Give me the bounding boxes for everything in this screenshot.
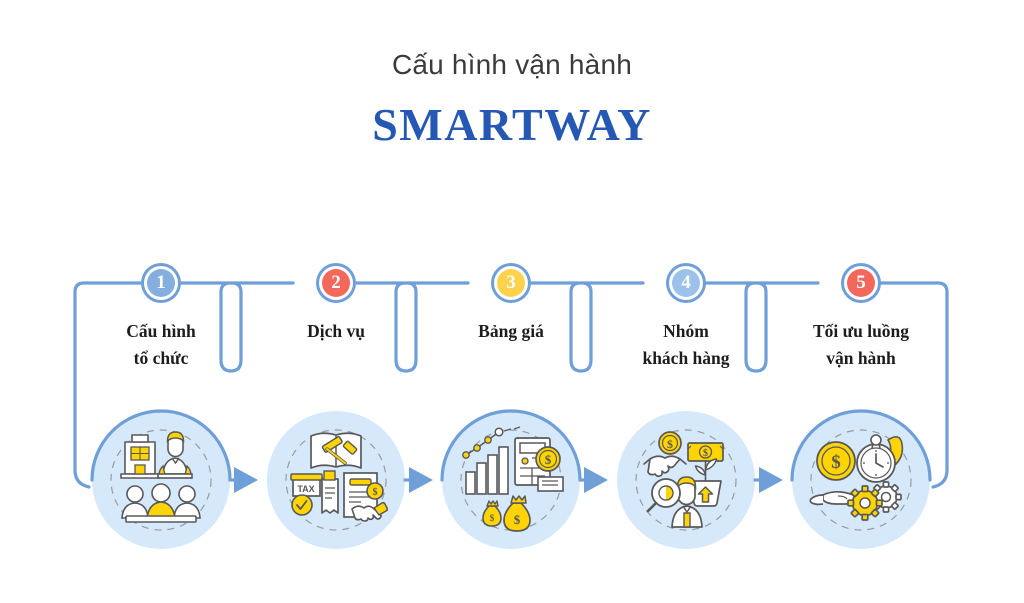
money-bags: $ $ — [482, 495, 531, 532]
step-label-4-line1: Nhóm — [663, 321, 709, 341]
step-label-3-line1: Bảng giá — [478, 321, 544, 341]
flow-arrows — [234, 467, 783, 493]
team-of-three — [121, 483, 201, 523]
svg-text:$: $ — [490, 513, 495, 523]
step-label-4: Nhóm khách hàng — [591, 318, 781, 372]
money-plant-growth: $ — [687, 442, 724, 507]
dashed-ring-5 — [810, 429, 912, 531]
person-at-desk — [157, 431, 193, 479]
circle-arc-5 — [790, 409, 932, 482]
flow-arrow-1 — [234, 467, 258, 493]
step-label-1-line1: Cấu hình — [126, 321, 196, 341]
step-label-1: Cấu hình tổ chức — [66, 318, 256, 372]
flow-arrow-4 — [759, 467, 783, 493]
circle-arc-1 — [90, 409, 232, 482]
step-label-2: Dịch vụ — [241, 318, 431, 345]
step-label-3: Bảng giá — [416, 318, 606, 345]
step-badge-1[interactable] — [141, 263, 181, 303]
svg-text:$: $ — [703, 448, 708, 459]
step-label-1-line2: tổ chức — [133, 348, 189, 369]
gears — [847, 481, 902, 521]
bar-chart-trend — [462, 426, 521, 495]
bracket-frames — [73, 281, 949, 489]
page-subtitle: Cấu hình vận hành — [391, 49, 633, 80]
open-hand — [809, 490, 859, 506]
tax-document-check: TAX — [290, 470, 339, 516]
customer-group-icon: $ $ — [635, 429, 737, 531]
bracket-u-1-2 — [177, 281, 295, 373]
step-label-5-line1: Tối ưu luồng — [812, 321, 910, 341]
svg-text:$: $ — [667, 437, 673, 451]
building-door — [134, 464, 146, 475]
page-title: SMARTWAY — [372, 99, 652, 150]
dollar-coin-large: $ — [816, 441, 856, 481]
window-grid — [130, 447, 149, 460]
step-label-2-line1: Dịch vụ — [307, 321, 365, 341]
step-label-5: Tối ưu luồng vận hành — [766, 318, 956, 372]
svg-text:TAX: TAX — [297, 484, 314, 494]
workflow-optimization-icon: $ — [809, 429, 912, 531]
step-badges — [141, 263, 881, 303]
svg-text:$: $ — [373, 487, 378, 498]
dashed-ring-2 — [285, 429, 387, 531]
dashed-ring-4 — [635, 429, 737, 531]
calculator-dollar-coin: $ — [514, 437, 564, 492]
circle-arc-3 — [440, 409, 582, 482]
pricing-table-icon: $ $ $ — [460, 426, 564, 532]
building-top — [131, 434, 149, 443]
law-book-gavel — [310, 432, 362, 469]
step-badge-3[interactable] — [491, 263, 531, 303]
bracket-u-3-4 — [527, 281, 645, 373]
person-magnifier — [646, 476, 703, 528]
service-contract-icon: TAX $ — [285, 429, 389, 531]
handshake-coin: $ — [643, 431, 687, 478]
contract-handshake: $ — [343, 472, 389, 522]
svg-text:$: $ — [831, 452, 841, 473]
flow-arrow-3 — [584, 467, 608, 493]
step-badge-4[interactable] — [666, 263, 706, 303]
stopwatch — [856, 434, 896, 483]
svg-text:$: $ — [545, 452, 552, 467]
flow-arrow-2 — [409, 467, 433, 493]
step-label-4-line2: khách hàng — [642, 348, 730, 369]
bracket-u-2-3 — [352, 281, 470, 373]
bracket-outer-left — [73, 281, 145, 489]
organization-structure-icon — [110, 429, 212, 531]
svg-text:$: $ — [514, 512, 521, 527]
step-badge-5[interactable] — [841, 263, 881, 303]
bracket-u-4-5 — [702, 281, 820, 373]
bracket-outer-right — [877, 281, 949, 489]
step-label-5-line2: vận hành — [826, 348, 896, 369]
step-badge-2[interactable] — [316, 263, 356, 303]
dashed-ring-1 — [110, 429, 212, 531]
